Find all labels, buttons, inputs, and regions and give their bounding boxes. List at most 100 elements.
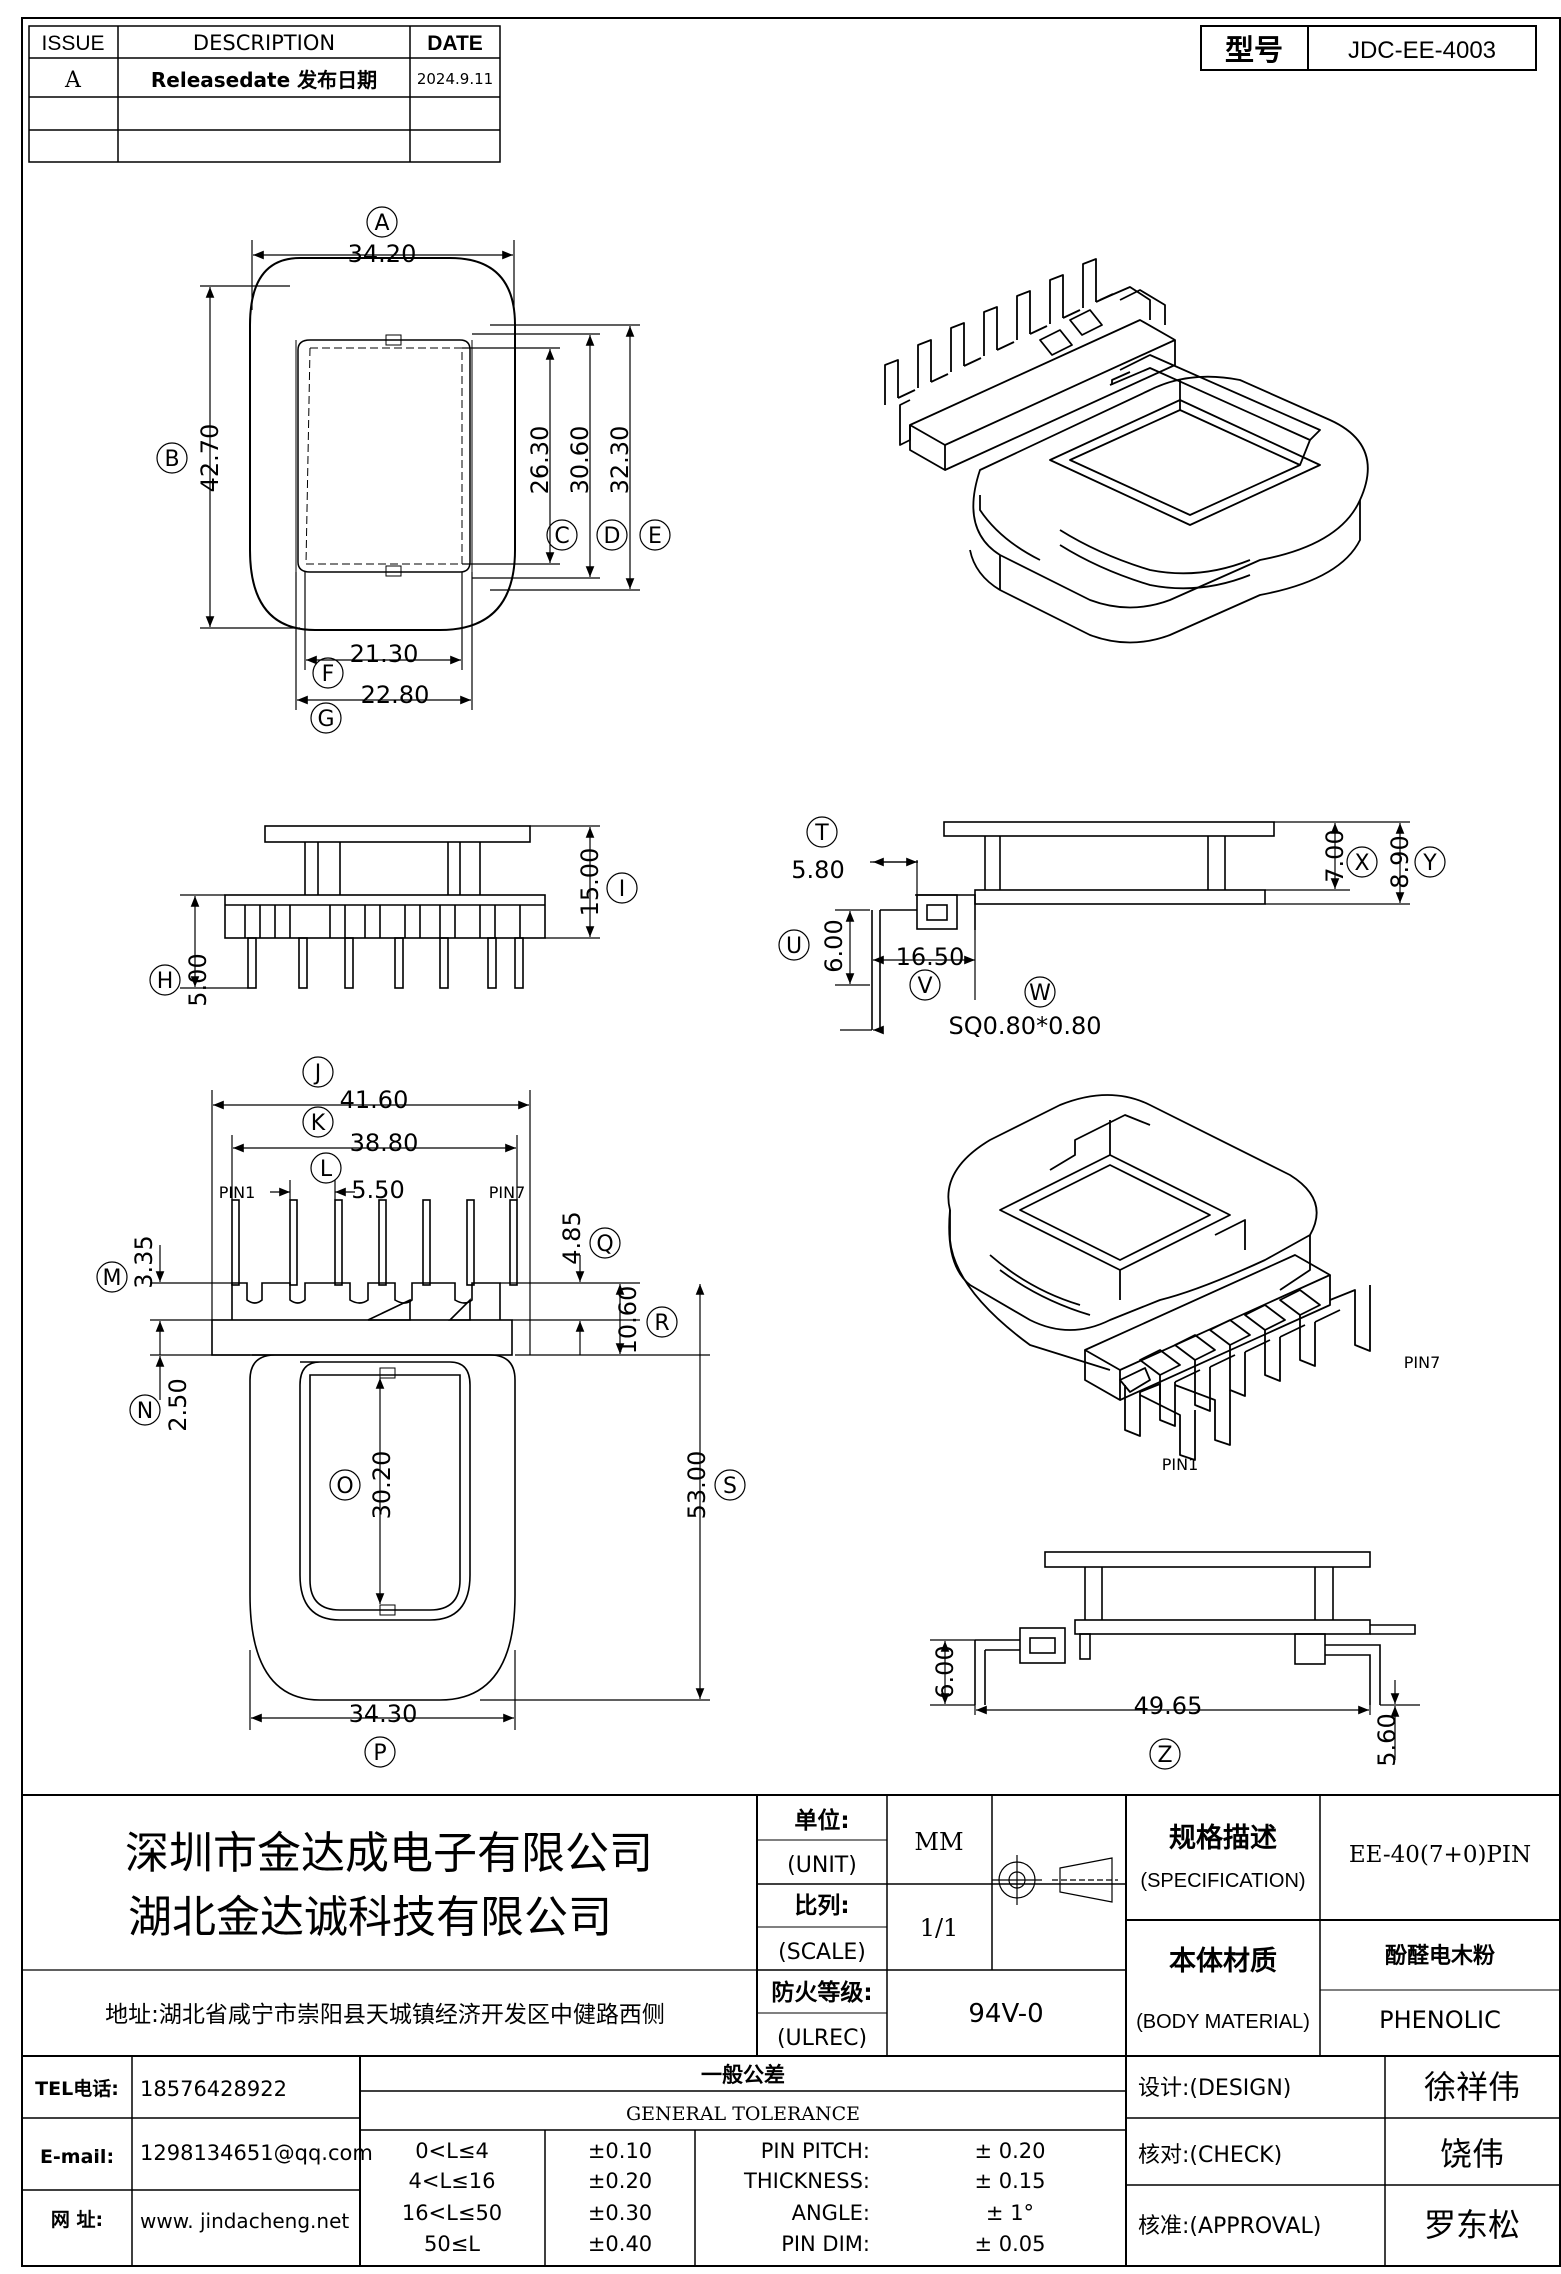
extra-tol-value-1: ± 0.15	[974, 2169, 1045, 2193]
dim-A-letter: A	[374, 211, 389, 236]
dim-R-value: 10.60	[614, 1286, 642, 1355]
model-box	[1200, 25, 1537, 71]
side-view	[871, 821, 1275, 1030]
dim-FG-lines	[295, 572, 473, 734]
svg-text:X: X	[1354, 851, 1369, 876]
design-label: 设计:(DESIGN)	[1138, 2076, 1291, 2101]
svg-text:T: T	[814, 821, 829, 846]
scale-value: 1/1	[920, 1914, 959, 1942]
approval-name: 罗东松	[1424, 2206, 1520, 2244]
dim-B-lines	[156, 285, 300, 629]
svg-text:O: O	[336, 1474, 353, 1499]
dim-U-value: 6.00	[820, 919, 848, 972]
rev-header-issue: ISSUE	[41, 32, 104, 55]
projection-symbol	[992, 1855, 1118, 1905]
extra-tol-value-0: ± 0.20	[974, 2139, 1045, 2163]
scale-label-cn: 比列:	[794, 1893, 849, 1919]
front-view	[224, 825, 546, 989]
model-label: 型号	[1225, 33, 1283, 67]
title-block-grid	[21, 1794, 1561, 2267]
tolerance-table: 0<L≤4 4<L≤16 16<L≤50 50≤L ±0.10 ±0.20 ±0…	[402, 2139, 1046, 2256]
svg-text:P: P	[373, 1741, 386, 1766]
svg-text:F: F	[322, 662, 335, 687]
rev-row-issue: A	[64, 68, 82, 93]
svg-text:L: L	[320, 1157, 333, 1182]
svg-text:B: B	[164, 447, 179, 472]
iso-view-pins-up	[884, 258, 1369, 644]
material-label-en: (BODY MATERIAL)	[1136, 2011, 1310, 2033]
revision-table	[28, 25, 501, 163]
tel-label: TEL电话:	[35, 2077, 119, 2100]
top-view	[249, 257, 516, 631]
svg-text:S: S	[723, 1474, 737, 1499]
ul-label-cn: 防火等级:	[771, 1979, 872, 2006]
dim-T-value: 5.80	[791, 856, 844, 884]
svg-text:R: R	[654, 1311, 669, 1336]
dim-H-value: 5.00	[184, 953, 212, 1006]
company-name-2: 湖北金达诚科技有限公司	[128, 1892, 612, 1943]
dim-TUVWXY-lines	[778, 816, 1446, 1035]
dim-V-value: 16.50	[896, 943, 965, 971]
dim-Z-right-value: 5.60	[1373, 1713, 1401, 1766]
web-label: 网 址:	[51, 2209, 103, 2231]
tel-value: 18576428922	[140, 2077, 287, 2101]
dim-D-value: 30.60	[566, 426, 594, 495]
spec-label-en: (SPECIFICATION)	[1140, 1870, 1305, 1892]
dim-Z-value: 49.65	[1134, 1692, 1203, 1720]
tol-range-3: 50≤L	[424, 2232, 480, 2256]
approval-label: 核准:(APPROVAL)	[1138, 2214, 1321, 2239]
email-label: E-mail:	[40, 2146, 114, 2168]
unit-label-cn: 单位:	[794, 1807, 849, 1834]
pin7-label-view: PIN7	[489, 1183, 526, 1202]
company-name-1: 深圳市金达成电子有限公司	[125, 1828, 653, 1879]
email-value: 1298134651@qq.com	[140, 2141, 373, 2165]
dim-HI-lines	[149, 825, 638, 996]
dim-W-value: SQ0.80*0.80	[949, 1012, 1102, 1040]
tol-range-0: 0<L≤4	[415, 2139, 489, 2163]
extra-tol-label-2: ANGLE:	[792, 2201, 870, 2225]
dim-Y-value: 8.90	[1386, 835, 1414, 888]
extra-tol-value-2: ± 1°	[986, 2201, 1034, 2225]
tol-value-1: ±0.20	[588, 2169, 652, 2193]
dim-P-value: 34.30	[349, 1700, 418, 1728]
material-label-cn: 本体材质	[1169, 1946, 1277, 1977]
svg-text:K: K	[311, 1111, 326, 1136]
company-address: 地址:湖北省咸宁市崇阳县天城镇经济开发区中健路西侧	[105, 2002, 665, 2028]
dim-N-value: 2.50	[164, 1378, 192, 1431]
extra-tol-label-3: PIN DIM:	[781, 2232, 870, 2256]
pin1-label-iso: PIN1	[1162, 1455, 1199, 1474]
rev-header-date: DATE	[427, 32, 483, 55]
ul-value: 94V-0	[968, 1999, 1043, 2029]
dim-Z-lines	[930, 1639, 1420, 1770]
pin1-label-view: PIN1	[219, 1183, 256, 1202]
rev-header-description: DESCRIPTION	[193, 31, 335, 55]
svg-text:W: W	[1029, 981, 1051, 1006]
tol-value-2: ±0.30	[588, 2201, 652, 2225]
extra-tol-value-3: ± 0.05	[974, 2232, 1045, 2256]
dim-A-value: 34.20	[348, 240, 417, 268]
dim-CDE-lines	[462, 324, 671, 591]
rev-row-date: 2024.9.11	[417, 70, 493, 88]
tol-value-3: ±0.40	[588, 2232, 652, 2256]
svg-text:M: M	[103, 1266, 122, 1291]
dim-Z-left-value: 6.00	[931, 1645, 959, 1698]
svg-text:I: I	[619, 877, 626, 902]
svg-text:Q: Q	[596, 1232, 613, 1257]
unit-label-en: (UNIT)	[787, 1853, 857, 1878]
spec-label-cn: 规格描述	[1169, 1823, 1277, 1854]
dim-M-value: 3.35	[130, 1235, 158, 1288]
svg-text:G: G	[317, 707, 334, 732]
spec-value: EE-40(7+0)PIN	[1349, 1842, 1531, 1868]
svg-text:U: U	[786, 934, 802, 959]
material-value-en: PHENOLIC	[1379, 2006, 1501, 2034]
web-value: www. jindacheng.net	[140, 2209, 349, 2233]
dim-Q-value: 4.85	[558, 1211, 586, 1264]
svg-text:N: N	[137, 1399, 153, 1424]
dim-X-value: 7.00	[1321, 829, 1349, 882]
svg-text:D: D	[604, 524, 621, 549]
design-name: 徐祥伟	[1424, 2068, 1520, 2106]
dim-O-value: 30.20	[368, 1451, 396, 1520]
svg-text:H: H	[157, 969, 174, 994]
extra-tol-label-1: THICKNESS:	[743, 2169, 870, 2193]
